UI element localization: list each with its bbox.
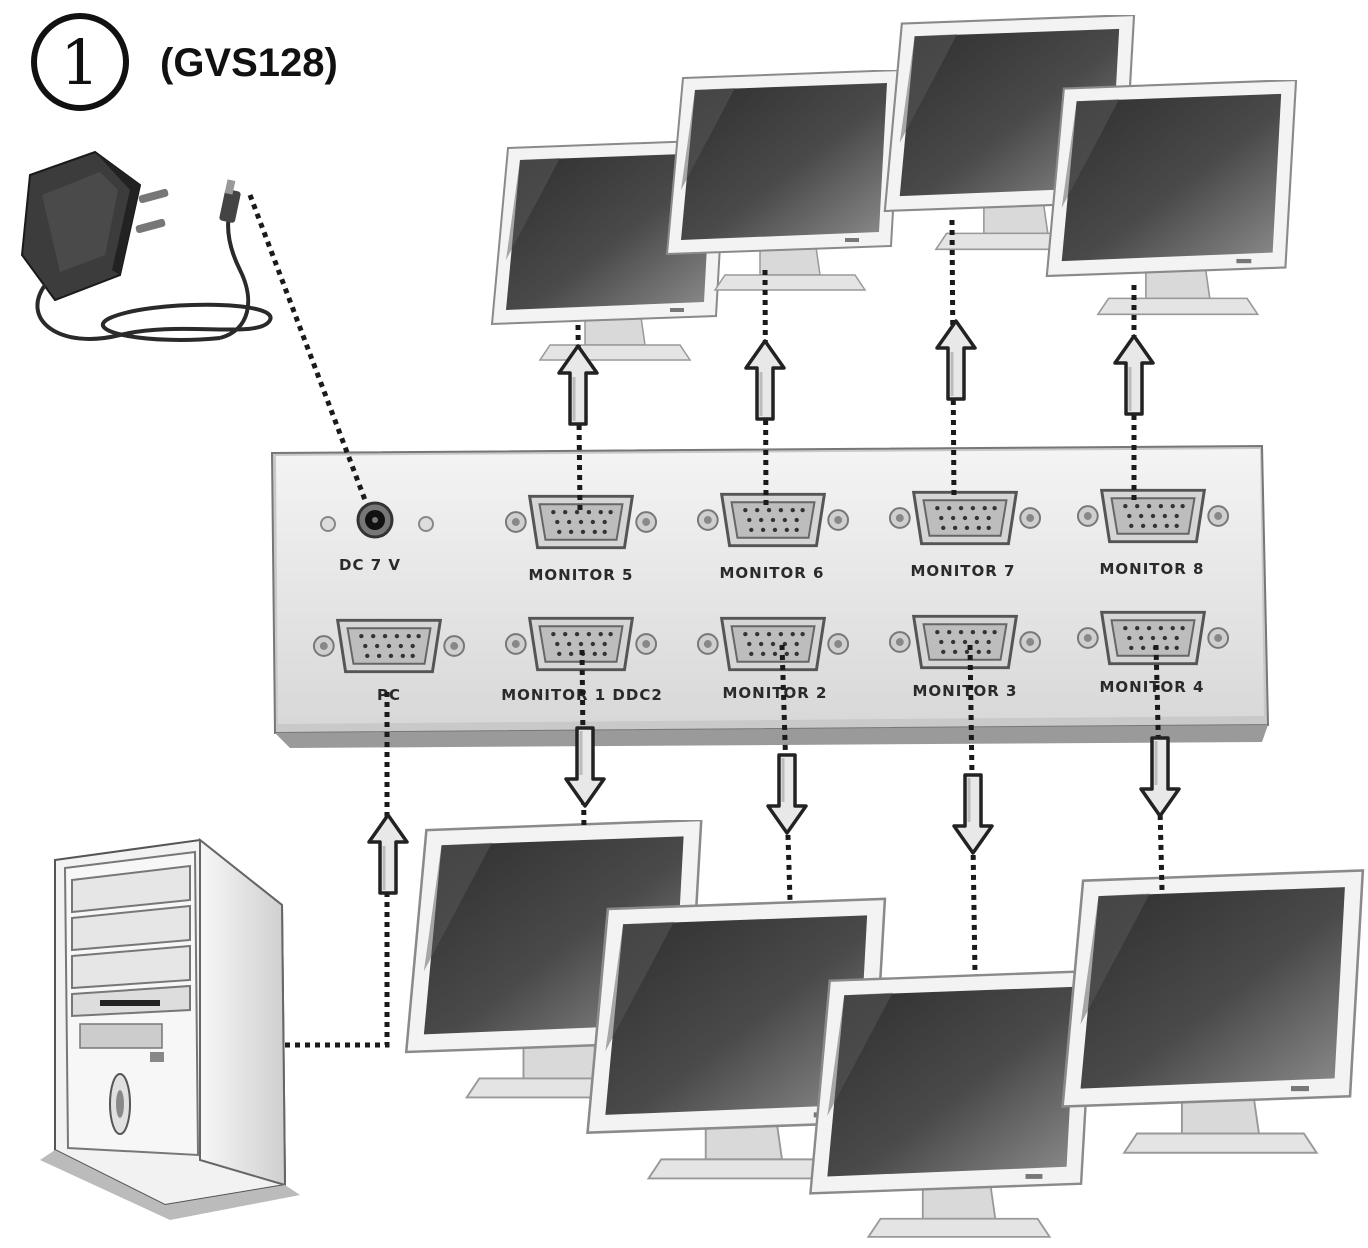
port-label-monitor-3: MONITOR 3 (912, 682, 1017, 700)
arrow-up-icon (1113, 334, 1155, 416)
screw-icon (418, 516, 434, 532)
port-label-monitor-6: MONITOR 6 (719, 564, 824, 582)
arrow-down-icon (766, 753, 808, 835)
power-cable-line (247, 194, 368, 501)
arrow-up-icon (367, 813, 409, 895)
power-adapter-icon (20, 150, 273, 342)
pc-cable-line (285, 690, 390, 1048)
monitor-icon-8 (1045, 80, 1298, 316)
dc-power-jack (356, 501, 394, 539)
monitor-icon-4 (1061, 869, 1365, 1155)
port-label-monitor-8: MONITOR 8 (1099, 560, 1204, 578)
port-label-monitor-7: MONITOR 7 (910, 562, 1015, 580)
arrow-down-icon (1139, 736, 1181, 818)
vga-splitter: DC 7 V MONITOR 5 MONITOR 6 MONITOR 7 MON… (270, 444, 1270, 748)
port-label-monitor-5: MONITOR 5 (528, 566, 633, 584)
step-number: 1 (60, 26, 99, 99)
pc-tower-icon (40, 837, 300, 1220)
model-title: (GVS128) (160, 41, 338, 85)
arrow-down-icon (952, 773, 994, 855)
port-label-monitor-2: MONITOR 2 (722, 684, 827, 702)
dc-power-label: DC 7 V (339, 556, 401, 574)
cable-line-monitor-2 (779, 644, 793, 901)
monitor-icon-3 (809, 970, 1095, 1239)
arrow-up-icon (935, 319, 977, 401)
port-label-monitor-4: MONITOR 4 (1099, 678, 1204, 696)
arrow-up-icon (744, 339, 786, 421)
screw-icon (320, 516, 336, 532)
step-badge: 1 (31, 13, 129, 111)
